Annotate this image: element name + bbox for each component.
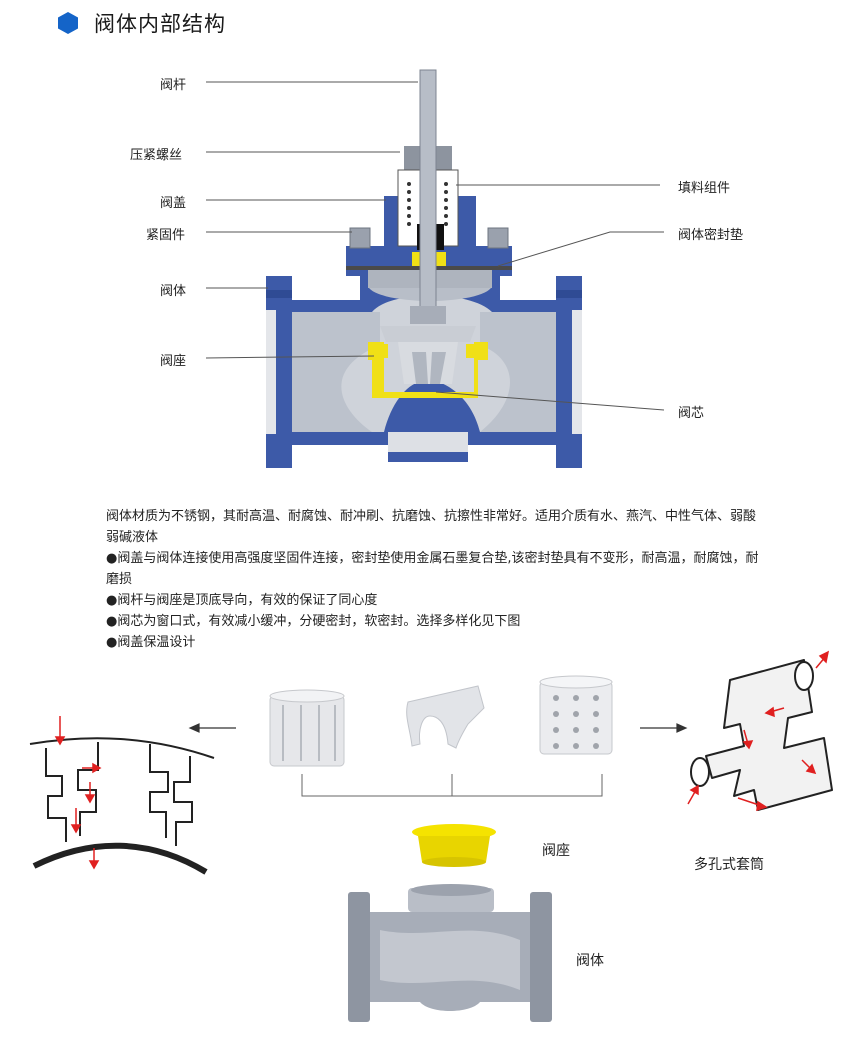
label-fastener: 紧固件 (146, 228, 186, 243)
label-plug: 阀芯 (678, 406, 705, 421)
page-title: 阀体内部结构 (94, 12, 226, 36)
valve-seat (368, 342, 488, 398)
description-block: 阀体材质为不锈钢，其耐高温、耐腐蚀、耐冲刷、抗磨蚀、抗擦性非常好。适用介质有水、… (106, 506, 766, 653)
label-packing: 填料组件 (678, 181, 731, 196)
valve-plug (380, 306, 476, 384)
description-bullet: ●阀盖与阀体连接使用高强度坚固件连接，密封垫使用金属石墨复合垫,该密封垫具有不变… (106, 551, 759, 587)
description-bullet: ●阀盖保温设计 (106, 635, 196, 650)
label-gland-screw: 压紧螺丝 (130, 148, 183, 163)
description-bullet: ●阀杆与阀座是顶底导向，有效的保证了同心度 (106, 593, 378, 608)
leader-lines (205, 81, 665, 411)
hexagon-bullet-icon (58, 12, 78, 34)
description-intro: 阀体材质为不锈钢，其耐高温、耐腐蚀、耐冲刷、抗磨蚀、抗擦性非常好。适用介质有水、… (106, 509, 757, 545)
description-bullet: ●阀芯为窗口式，有效减小缓冲，分硬密封，软密封。选择多样化见下图 (106, 614, 521, 629)
valve-stem (419, 69, 437, 321)
section-header: 阀体内部结构 (58, 6, 226, 40)
label-cage: 多孔式套筒 (694, 857, 764, 873)
label-bonnet: 阀盖 (160, 196, 187, 211)
label-lower-body: 阀体 (576, 953, 604, 969)
label-body: 阀体 (160, 284, 187, 299)
label-stem: 阀杆 (160, 78, 187, 93)
label-seat: 阀座 (160, 354, 187, 369)
label-lower-seat: 阀座 (542, 843, 570, 859)
label-body-gasket: 阀体密封垫 (678, 228, 744, 243)
